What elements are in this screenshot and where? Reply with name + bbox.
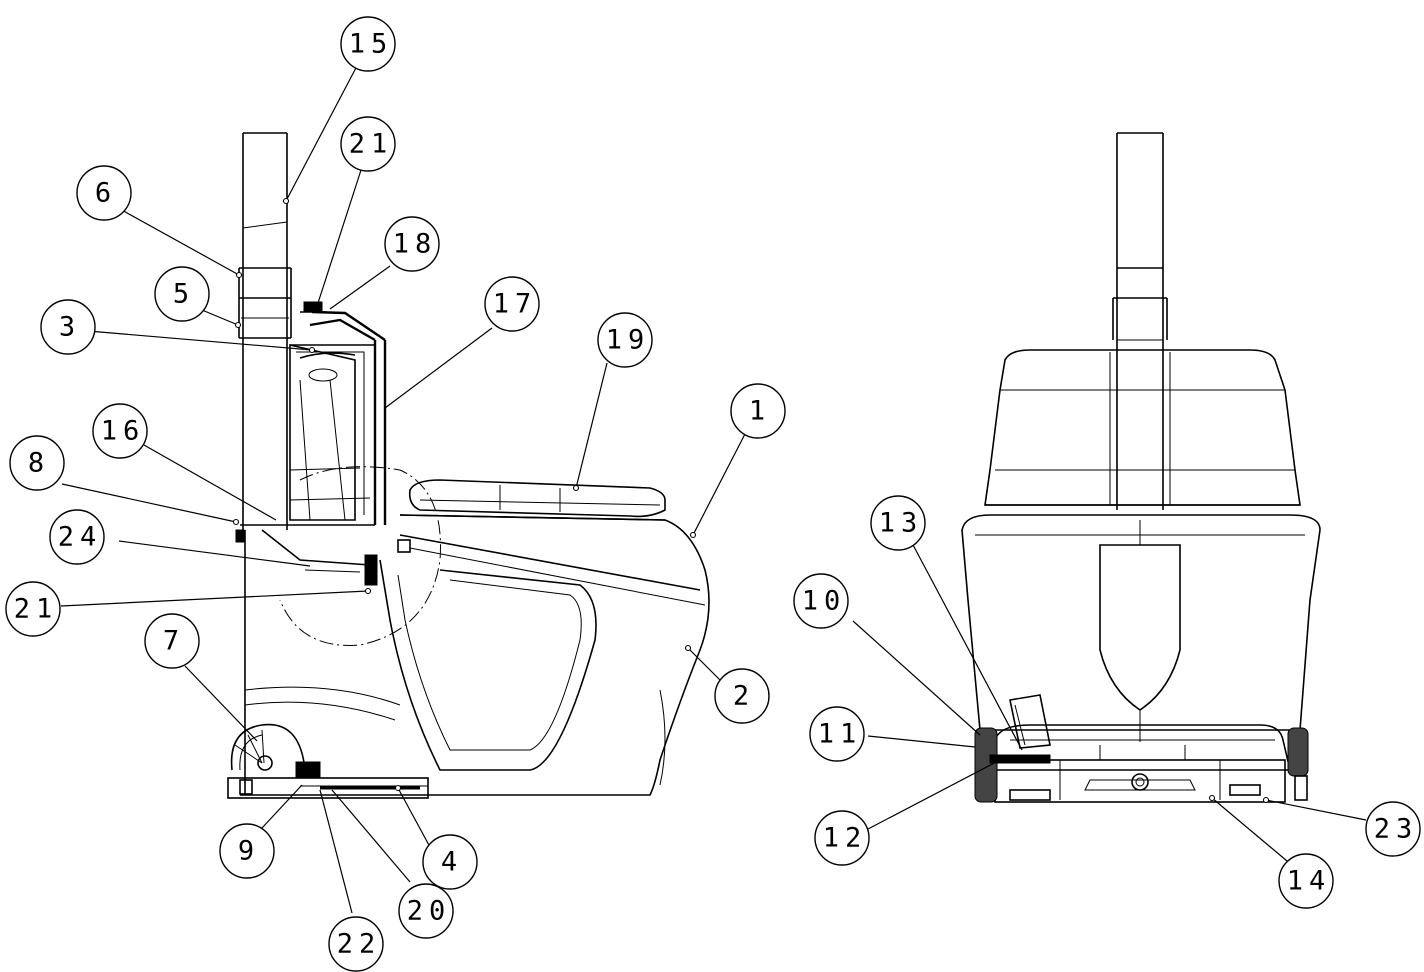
callout-8: 8: [9, 435, 65, 491]
seat-lid: [399, 479, 666, 521]
callout-12: 12: [814, 810, 870, 866]
side-view: [227, 132, 710, 799]
callout-4: 4: [422, 834, 478, 890]
callout-20: 20: [398, 883, 454, 939]
callout-19: 19: [597, 312, 653, 368]
svg-text:6: 6: [95, 178, 117, 209]
svg-text:23: 23: [1374, 814, 1419, 845]
svg-text:2: 2: [733, 681, 755, 712]
svg-text:20: 20: [407, 896, 452, 927]
svg-text:18: 18: [393, 229, 438, 260]
callout-21-top: 21: [340, 116, 396, 172]
front-vent-pipe: [1112, 132, 1168, 510]
inner-cross-section: [235, 524, 411, 586]
svg-text:19: 19: [606, 325, 651, 356]
main-body: [240, 466, 710, 796]
svg-text:4: 4: [441, 847, 463, 878]
callout-1: 1: [730, 383, 786, 439]
svg-text:1: 1: [749, 396, 771, 427]
svg-text:21: 21: [349, 129, 394, 160]
callout-3: 3: [40, 299, 96, 355]
callouts: 15 21 18 6 5 3 17 19 1 16 8 24 21 7 2 9 …: [5, 16, 1421, 972]
callout-13: 13: [870, 495, 926, 551]
front-view: [961, 132, 1321, 803]
svg-text:17: 17: [493, 289, 538, 320]
svg-text:9: 9: [238, 836, 260, 867]
svg-text:10: 10: [802, 586, 847, 617]
callout-11: 11: [809, 706, 865, 762]
callout-24: 24: [49, 509, 105, 565]
svg-text:22: 22: [337, 929, 382, 960]
base-plate: [227, 777, 429, 799]
front-wheels: [974, 727, 1309, 803]
front-lever: [1009, 694, 1051, 749]
front-tank: [984, 349, 1301, 506]
callout-18: 18: [384, 216, 440, 272]
callout-21-bottom: 21: [5, 581, 61, 637]
callout-22: 22: [328, 916, 384, 972]
callout-10: 10: [793, 573, 849, 629]
callout-16: 16: [92, 403, 148, 459]
callout-9: 9: [219, 823, 275, 879]
agitator-gear: [230, 723, 321, 795]
svg-text:16: 16: [101, 416, 146, 447]
callout-23: 23: [1365, 801, 1421, 857]
svg-text:12: 12: [823, 823, 868, 854]
svg-text:21: 21: [14, 594, 59, 625]
callout-17: 17: [484, 276, 540, 332]
svg-text:7: 7: [163, 626, 185, 657]
callout-6: 6: [76, 165, 132, 221]
callout-15: 15: [340, 16, 396, 72]
svg-text:15: 15: [349, 29, 394, 60]
svg-text:8: 8: [28, 448, 50, 479]
leader-dots: [232, 197, 1270, 804]
svg-text:13: 13: [879, 508, 924, 539]
svg-text:11: 11: [818, 719, 863, 750]
svg-text:3: 3: [59, 312, 81, 343]
svg-text:14: 14: [1287, 866, 1332, 897]
leader-lines: [60, 63, 1367, 914]
callout-7: 7: [144, 613, 200, 669]
svg-text:5: 5: [173, 279, 195, 310]
callout-5: 5: [154, 266, 210, 322]
tank-housing: [289, 301, 387, 525]
svg-text:24: 24: [58, 522, 103, 553]
callout-14: 14: [1278, 853, 1334, 909]
callout-2: 2: [714, 668, 770, 724]
front-body: [961, 514, 1321, 742]
vent-pipe: [238, 132, 292, 530]
